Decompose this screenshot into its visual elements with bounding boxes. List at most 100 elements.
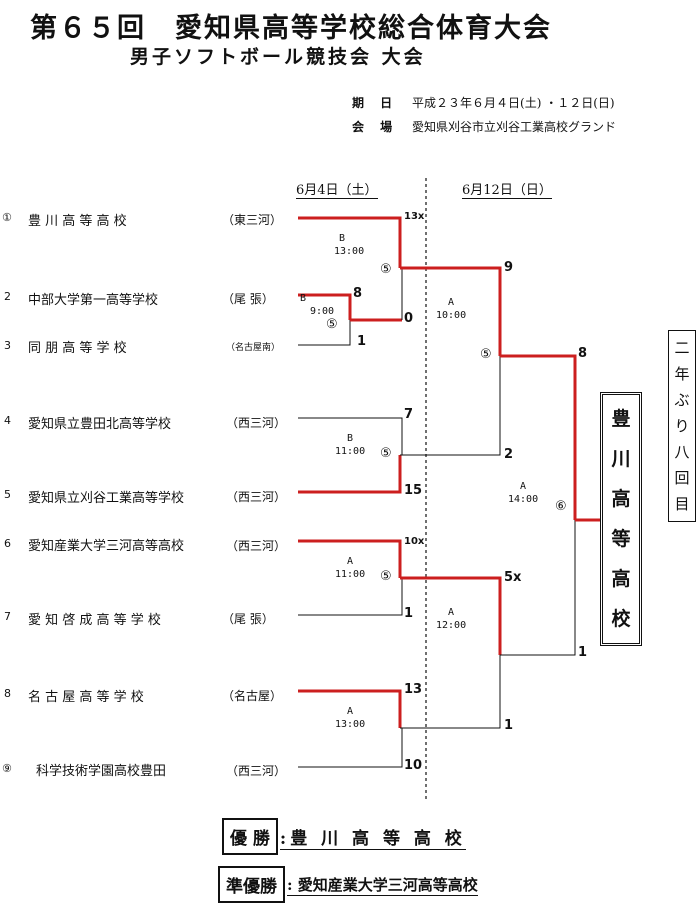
bracket-win-line — [298, 293, 352, 320]
champion-char: 等 — [611, 528, 631, 550]
team-seed: 3 — [4, 339, 11, 352]
champion-char: 校 — [611, 608, 631, 630]
game-info: B 13:00 — [320, 232, 364, 258]
score: 1 — [357, 334, 367, 349]
score: 2 — [504, 447, 514, 462]
date-label: 期 日 — [352, 96, 399, 110]
game-info: B 9:00 ⑤ — [300, 292, 338, 331]
team-region: （尾 張） — [222, 292, 274, 306]
team-name: 愛知産業大学三河高等高校 — [28, 539, 185, 554]
score: 8 — [353, 286, 363, 301]
round-date-day1: 6月4日（土） — [296, 179, 378, 199]
bracket-line — [298, 578, 403, 616]
score: 0 — [404, 311, 414, 326]
game-court: A — [347, 556, 354, 567]
game-time: 14:00 — [508, 494, 539, 505]
venue-row: 会 場 愛知県刈谷市立刈谷工業高校グランド — [352, 118, 616, 135]
score: 1 — [404, 606, 414, 621]
team-seed: 4 — [4, 414, 11, 427]
bracket-line — [298, 728, 403, 768]
team-seed: 8 — [4, 687, 11, 700]
note-char: り — [674, 417, 690, 435]
bracket-win-line — [400, 266, 502, 356]
score: 10x — [404, 536, 425, 547]
game-court: B — [347, 433, 354, 444]
team-region: （尾 張） — [222, 612, 274, 626]
team-seed: 7 — [4, 610, 11, 623]
score: 8 — [578, 346, 588, 361]
team-name: 名 古 屋 高 等 学 校 — [28, 690, 144, 705]
innings-mark: ⑤ — [380, 262, 392, 277]
team-region: （西三河） — [226, 490, 287, 504]
game-time: 10:00 — [436, 310, 467, 321]
note-char: 八 — [674, 443, 690, 461]
winner-label: 優 勝 — [222, 818, 278, 855]
innings-mark: ⑥ — [555, 499, 567, 514]
page-title: 第６５回 愛知県高等学校総合体育大会 — [30, 13, 552, 44]
team-region: （名古屋） — [222, 689, 283, 703]
bracket-win-line — [298, 689, 402, 728]
note-char: ぶ — [674, 391, 690, 409]
page-subtitle: 男子ソフトボール競技会 大会 — [130, 46, 426, 68]
game-info: A 12:00 — [436, 606, 466, 632]
team-region: （西三河） — [226, 539, 287, 553]
team-name: 愛知県立豊田北高等学校 — [28, 417, 172, 432]
team-name: 愛 知 啓 成 高 等 学 校 — [28, 613, 161, 628]
innings-mark: ⑤ — [380, 569, 392, 584]
runner-up-name: : 愛知産業大学三河高等高校 — [287, 875, 478, 896]
game-time: 11:00 — [335, 446, 366, 457]
team-region: （名古屋南） — [226, 343, 281, 353]
bracket-line — [298, 320, 351, 346]
round-date-day2: 6月12日（日） — [462, 179, 552, 199]
bracket-win-line — [400, 576, 502, 655]
team-seed: 6 — [4, 537, 11, 550]
winner-row: 優 勝 :豊 川 高 等 高 校 — [222, 818, 466, 855]
bracket-line — [298, 417, 403, 455]
bracket-line — [400, 655, 501, 729]
note-char: 年 — [674, 365, 690, 383]
game-time: 13:00 — [334, 246, 365, 257]
score: 9 — [504, 260, 514, 275]
venue-label: 会 場 — [352, 120, 399, 134]
game-time: 9:00 — [310, 306, 335, 317]
champion-char: 高 — [611, 568, 631, 590]
winner-name: :豊 川 高 等 高 校 — [279, 824, 466, 850]
score: 15 — [404, 483, 423, 498]
score: 1 — [504, 718, 514, 733]
score: 13x — [404, 211, 425, 222]
bracket-line — [400, 356, 501, 456]
note-char: 回 — [674, 469, 690, 487]
team-name: 愛知県立刈谷工業高等学校 — [28, 491, 185, 506]
game-info: A 11:00 — [335, 555, 365, 581]
innings-mark: ⑤ — [326, 317, 338, 332]
game-court: A — [520, 481, 527, 492]
team-seed: ⑨ — [2, 762, 12, 775]
champion-char: 高 — [611, 488, 631, 510]
team-region: （西三河） — [226, 764, 287, 778]
game-info: A 14:00 — [508, 480, 538, 506]
game-court: A — [448, 607, 455, 618]
score: 13 — [404, 682, 423, 697]
date-value: 平成２３年６月４日(土) ・１２日(日) — [412, 96, 615, 110]
game-time: 11:00 — [335, 569, 366, 580]
game-info: A 13:00 — [335, 705, 365, 731]
game-time: 13:00 — [335, 719, 366, 730]
bracket-win-line — [298, 455, 402, 494]
game-court: A — [347, 706, 354, 717]
champion-box: 豊 川 高 等 高 校 — [600, 392, 642, 646]
note-char: 目 — [674, 495, 690, 513]
team-name: 科学技術学園高校豊田 — [36, 764, 167, 779]
team-seed: ① — [2, 211, 12, 224]
score: 10 — [404, 758, 423, 773]
bracket-line — [500, 520, 576, 656]
game-court: A — [448, 297, 455, 308]
venue-value: 愛知県刈谷市立刈谷工業高校グランド — [412, 120, 617, 134]
game-court: B — [300, 293, 307, 304]
team-region: （東三河） — [222, 213, 283, 227]
champion-char: 川 — [611, 448, 631, 470]
bracket-win-line — [298, 216, 402, 268]
team-seed: 2 — [4, 290, 11, 303]
note-box: 二 年 ぶ り 八 回 目 — [668, 330, 696, 522]
score: 5x — [504, 570, 522, 585]
